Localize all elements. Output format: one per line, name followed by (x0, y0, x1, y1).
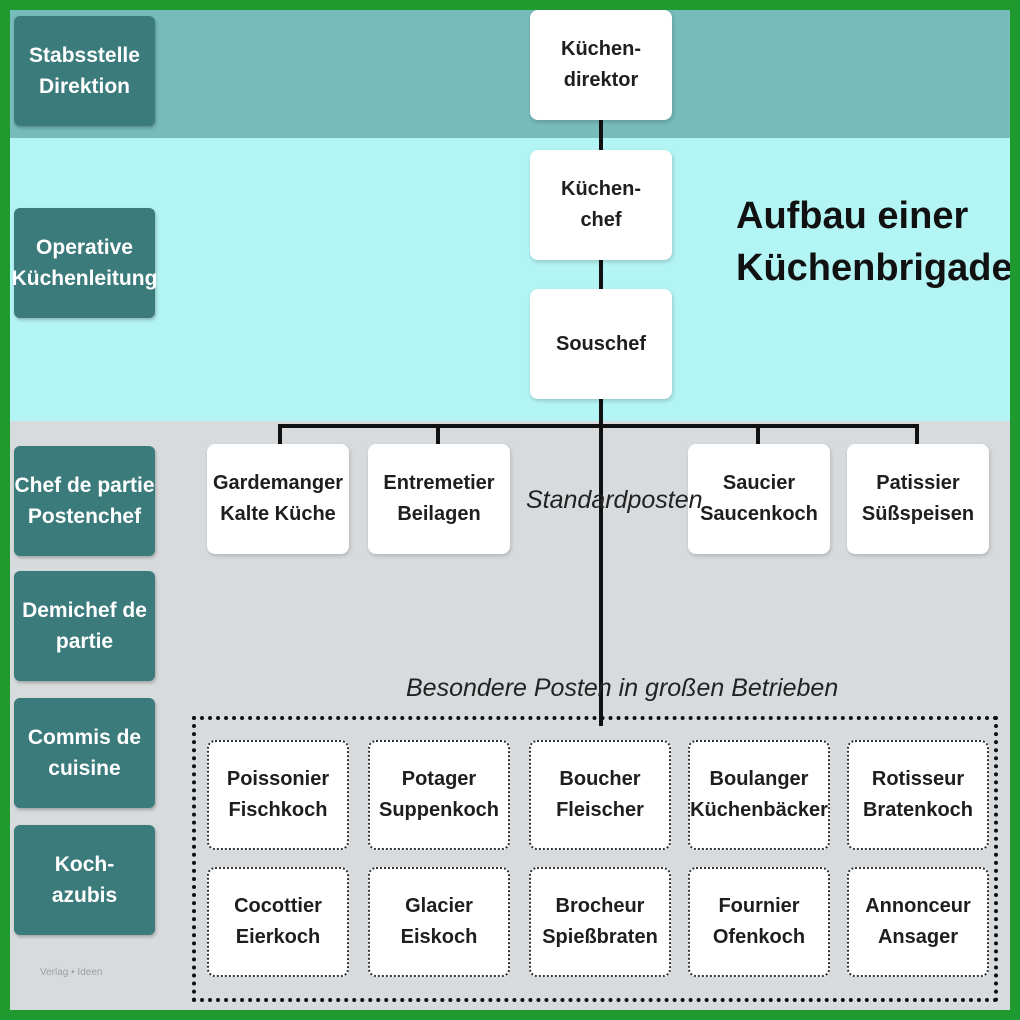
box-potager: Potager Suppenkoch (368, 740, 510, 850)
box-saucier: Saucier Saucenkoch (688, 444, 830, 554)
diagram-title: Aufbau einer Küchenbrigade (736, 195, 1013, 289)
level-demichef: Demichef de partie (14, 571, 155, 681)
box-kuechendirektor: Küchen- direktor (530, 10, 672, 120)
special-posts-caption: Besondere Posten in großen Betrieben (406, 674, 839, 702)
level-operative: Operative Küchenleitung (12, 208, 157, 318)
box-boucher: Boucher Fleischer (529, 740, 671, 850)
box-rotisseur: Rotisseur Bratenkoch (847, 740, 989, 850)
box-fournier: Fournier Ofenkoch (688, 867, 830, 977)
box-cocottier: Cocottier Eierkoch (207, 867, 349, 977)
box-kuechenchef: Küchen- chef (530, 150, 672, 260)
box-poissonier: Poissonier Fischkoch (207, 740, 349, 850)
box-gardemanger: Gardemanger Kalte Küche (207, 444, 349, 554)
level-chef-de-partie: Chef de partie Postenchef (14, 446, 155, 556)
box-glacier: Glacier Eiskoch (368, 867, 510, 977)
box-brocheur: Brocheur Spießbraten (529, 867, 671, 977)
band-direction (10, 10, 1010, 138)
standard-posts-caption: Standardposten (526, 486, 703, 514)
level-stabsstelle: Stabsstelle Direktion (14, 16, 155, 126)
box-entremetier: Entremetier Beilagen (368, 444, 510, 554)
drop-entremetier (436, 424, 440, 446)
box-annonceur: Annonceur Ansager (847, 867, 989, 977)
drop-patissier (915, 424, 919, 446)
box-boulanger: Boulanger Küchenbäcker (688, 740, 830, 850)
watermark-text: Verlag • Ideen (40, 967, 103, 978)
box-patissier: Patissier Süßspeisen (847, 444, 989, 554)
box-souschef: Souschef (530, 289, 672, 399)
band-posts (10, 421, 1010, 1010)
special-posts-frame (192, 716, 998, 1002)
drop-gardemanger (278, 424, 282, 446)
drop-saucier (756, 424, 760, 446)
standard-connector (278, 424, 919, 428)
level-azubis: Koch- azubis (14, 825, 155, 935)
level-commis: Commis de cuisine (14, 698, 155, 808)
trunk-connector (599, 120, 603, 726)
band-operative (10, 138, 1010, 421)
